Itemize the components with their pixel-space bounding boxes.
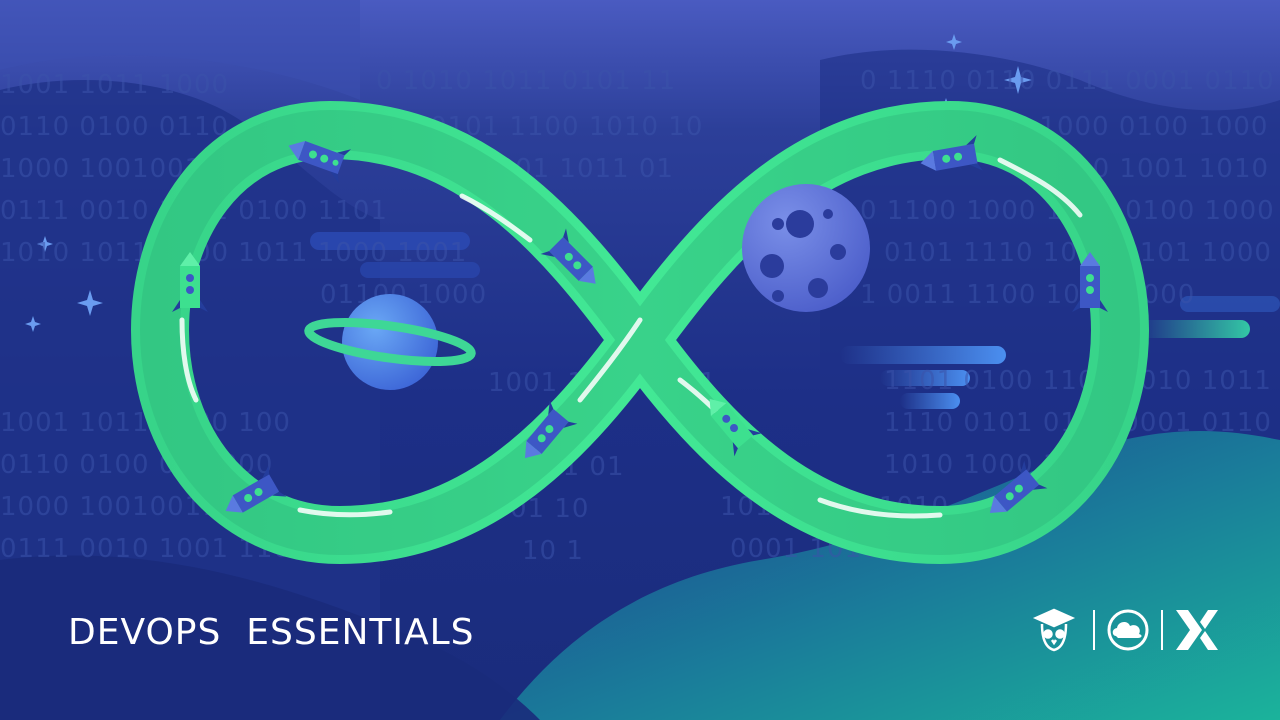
streak: [310, 232, 470, 250]
rocket-icon: [920, 135, 983, 171]
rocket-icon: [709, 398, 762, 457]
rocket-trail: [577, 317, 643, 403]
rocket-trail: [297, 507, 393, 518]
binary-row: 10 1: [522, 536, 584, 566]
streak: [1140, 320, 1250, 338]
cloud-icon: [1107, 609, 1149, 651]
star-icon: [25, 316, 41, 332]
streak: [840, 346, 1006, 364]
rocket-icon: [288, 141, 352, 184]
brand-logos: [1032, 608, 1218, 652]
rocket-trail: [459, 193, 533, 243]
binary-row: 0110 0100 0110: [0, 112, 230, 142]
x-brand-icon: [1176, 610, 1218, 650]
star-icon: [1004, 66, 1032, 94]
dark-wave-bottom-left: [0, 555, 540, 720]
star-icon: [37, 236, 53, 252]
rocket-icon: [225, 465, 287, 513]
streak: [1180, 296, 1280, 312]
streak: [360, 262, 480, 278]
rocket-icon: [989, 460, 1048, 513]
rocket-icon: [540, 228, 596, 284]
rocket-icon: [525, 400, 578, 459]
binary-row: 1101 0100 1100 1010 1011: [884, 366, 1272, 396]
course-title: DEVOPS ESSENTIALS: [68, 612, 475, 653]
binary-row: 0101 1100 1010 10: [430, 112, 704, 142]
infinity-loop: [131, 101, 1149, 564]
rocket-trail: [997, 157, 1083, 218]
star-icon: [946, 34, 962, 50]
binary-row: 1001 1011 1000: [0, 70, 230, 100]
binary-row: 1010 1011 1000 1011 1000 1001: [0, 238, 468, 268]
infinity-loop-highlight: [140, 110, 1140, 555]
teal-wave: [500, 431, 1280, 720]
owl-graduation-cap-icon: [1032, 608, 1076, 652]
cratered-moon: [742, 184, 870, 312]
rocket-trail: [179, 317, 199, 403]
rocket-trail: [817, 497, 943, 519]
binary-row: 0 1010 1011 0101 11: [376, 66, 677, 96]
streak: [900, 393, 960, 409]
lighter-wave-top: [0, 0, 360, 100]
ringed-planet: [304, 294, 476, 390]
rocket-icon: [1072, 252, 1108, 312]
streak: [880, 370, 970, 386]
rocket-icon: [172, 252, 208, 312]
star-icon: [77, 290, 103, 316]
binary-row: 0 1110 0110 0111 0001 0110: [860, 66, 1275, 96]
